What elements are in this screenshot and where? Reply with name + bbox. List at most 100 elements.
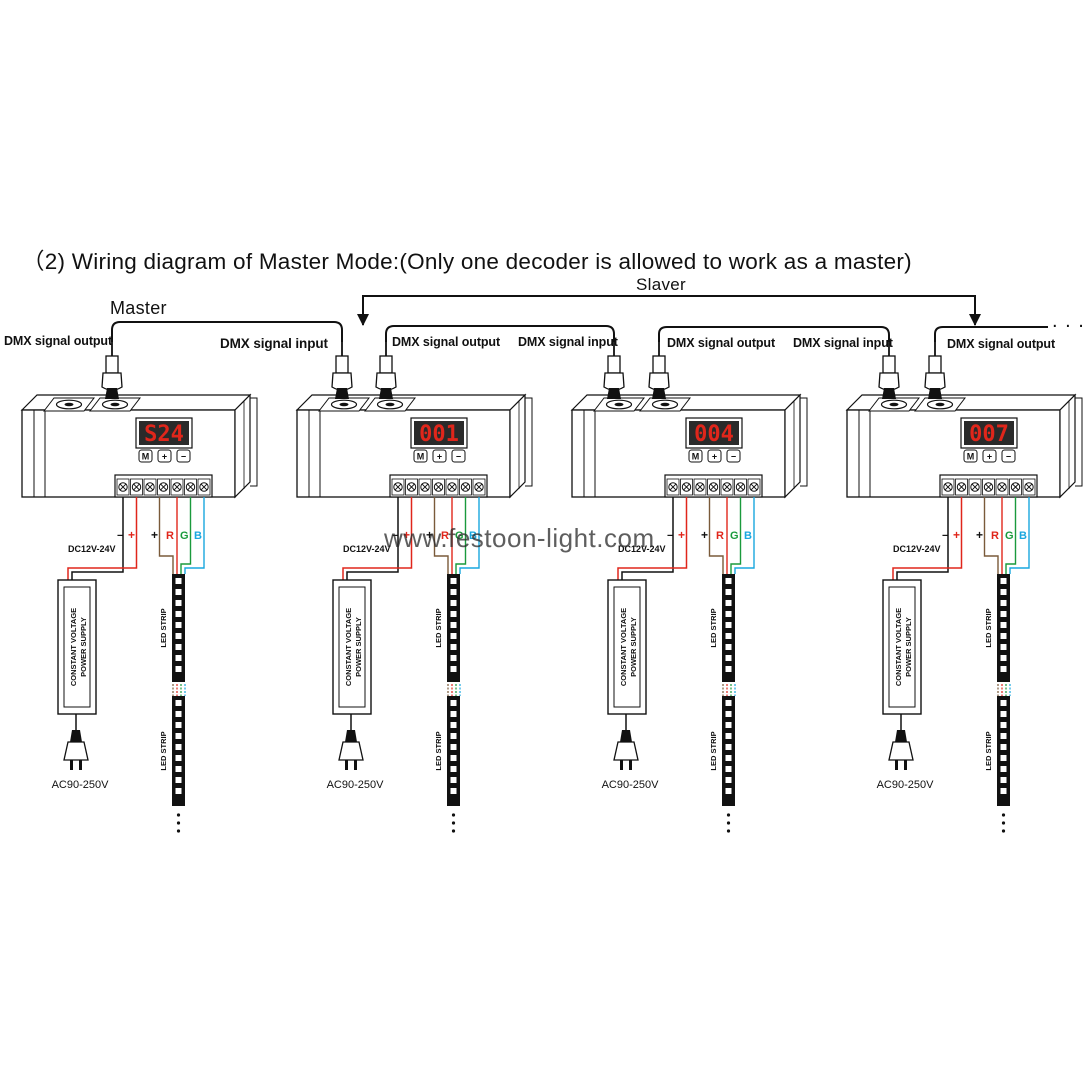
button-label-1: + <box>712 452 717 462</box>
led-chip <box>725 722 732 728</box>
ac-plug-pin-right <box>79 760 82 770</box>
led-chip <box>175 578 182 584</box>
slaver-bracket-line <box>362 295 976 325</box>
terminal-label-minus: − <box>942 530 948 542</box>
xlr-plug-output-3 <box>648 342 670 399</box>
terminal-label-minus: − <box>117 530 123 542</box>
terminal-label-plus: + <box>403 528 410 542</box>
wire-strip-positive <box>983 497 999 574</box>
dmx-cable-3-4 <box>658 326 890 342</box>
led-strip-2: LED STRIP <box>709 696 735 806</box>
wire-green <box>1005 497 1017 574</box>
strip-continuation-dot-1 <box>451 821 456 825</box>
dc-voltage-label: DC12V-24V <box>68 544 116 554</box>
ac-plug-body <box>63 741 89 761</box>
led-chip <box>725 600 732 606</box>
dmx-output-label-4: DMX signal output <box>947 337 1056 351</box>
led-chip <box>175 600 182 606</box>
xlr-plug-output-4 <box>924 342 946 399</box>
led-chip <box>725 611 732 617</box>
diagram-title: （2) Wiring diagram of Master Mode:(Only … <box>22 249 912 274</box>
button-2 <box>176 449 191 463</box>
led-chip <box>175 788 182 794</box>
display-digits: 007 <box>969 422 1009 447</box>
terminal-label-plus: + <box>953 528 960 542</box>
led-chip <box>1000 733 1007 739</box>
button-0 <box>963 449 978 463</box>
power-supply-line1: CONSTANT VOLTAGE <box>619 608 628 686</box>
decoder-side-face <box>1059 393 1076 499</box>
led-chip <box>175 611 182 617</box>
wire-positive <box>342 497 413 580</box>
led-chip <box>175 589 182 595</box>
led-chip <box>450 711 457 717</box>
led-chip <box>175 722 182 728</box>
ac-plug-strain <box>70 730 82 742</box>
wire-negative <box>71 497 124 580</box>
strip-continuation-dot-2 <box>176 829 181 833</box>
led-chip <box>1000 722 1007 728</box>
decoder-side-face <box>509 393 526 499</box>
led-strip-label: LED STRIP <box>159 731 168 770</box>
button-1 <box>157 449 172 463</box>
led-chip <box>175 755 182 761</box>
led-chip <box>1000 777 1007 783</box>
terminal-label-b: B <box>469 530 477 542</box>
led-chip <box>1000 622 1007 628</box>
xlr-plug-output-2 <box>375 342 397 399</box>
strip-continuation-dot-2 <box>1001 829 1006 833</box>
led-chip <box>1000 766 1007 772</box>
led-chip <box>725 744 732 750</box>
led-chip <box>450 622 457 628</box>
button-label-2: − <box>1006 452 1011 462</box>
led-chip <box>175 744 182 750</box>
button-1 <box>432 449 447 463</box>
led-chip <box>1000 755 1007 761</box>
button-label-0: M <box>142 452 150 462</box>
led-strip-label: LED STRIP <box>434 731 443 770</box>
ac-plug-strain <box>895 730 907 742</box>
ac-plug-pin-right <box>629 760 632 770</box>
led-chip <box>450 666 457 672</box>
wire-blue <box>1009 497 1030 574</box>
terminal-label-r: R <box>991 530 999 542</box>
terminal-label-b: B <box>744 530 752 542</box>
xlr-plug-input-2 <box>331 342 353 399</box>
led-chip <box>450 766 457 772</box>
led-chip <box>450 589 457 595</box>
xlr-plug-output-1 <box>101 342 123 399</box>
ac-plug-pin-right <box>354 760 357 770</box>
display-digits: 004 <box>694 422 734 447</box>
decoder-side-face <box>234 393 251 499</box>
ac-voltage-label: AC90-250V <box>52 779 110 791</box>
led-chip <box>175 633 182 639</box>
power-supply-line1: CONSTANT VOLTAGE <box>894 608 903 686</box>
led-chip <box>1000 700 1007 706</box>
led-chip <box>450 788 457 794</box>
led-chip <box>725 589 732 595</box>
strip-continuation-dot-1 <box>726 821 731 825</box>
led-chip <box>175 700 182 706</box>
ac-voltage-label: AC90-250V <box>602 779 660 791</box>
terminal-label-r: R <box>716 530 724 542</box>
led-chip <box>1000 744 1007 750</box>
led-strip-1: LED STRIP <box>709 574 735 682</box>
led-chip <box>725 578 732 584</box>
led-chip <box>725 711 732 717</box>
led-chip <box>450 777 457 783</box>
button-label-2: − <box>456 452 461 462</box>
power-supply-line2: POWER SUPPLY <box>79 617 88 677</box>
strip-continuation-dot-0 <box>726 813 731 817</box>
led-chip <box>1000 655 1007 661</box>
terminal-label-minus: − <box>667 530 673 542</box>
led-chip <box>175 655 182 661</box>
display-screen <box>964 421 1014 445</box>
led-chip <box>725 766 732 772</box>
wire-positive <box>892 497 963 580</box>
dmx-input-label-2: DMX signal input <box>220 336 328 351</box>
dmx-cable-4-next <box>934 326 1048 342</box>
led-strip-1: LED STRIP <box>434 574 460 682</box>
button-label-1: + <box>437 452 442 462</box>
